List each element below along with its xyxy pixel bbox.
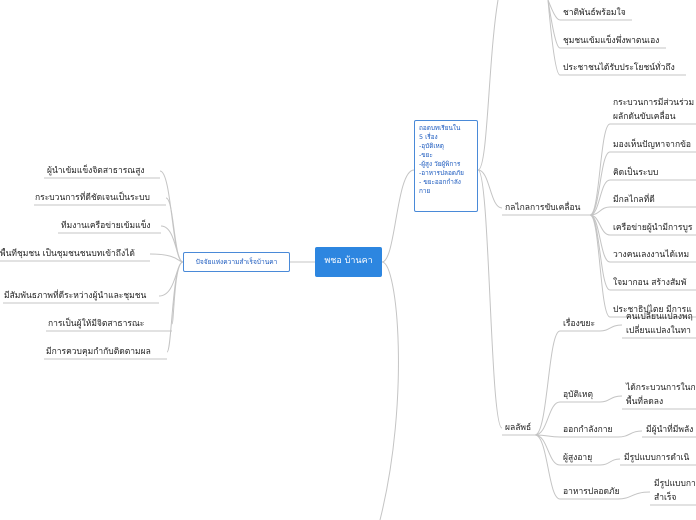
left-item[interactable]: พื้นที่ชุมชน เป็นชุมชนชนบทเข้าถึงได้ (0, 249, 135, 259)
mechanism-item[interactable]: คิดเป็นระบบ (613, 168, 659, 178)
top-item[interactable]: ชาติพันธ์พร้อมใจ (563, 8, 626, 18)
left-item[interactable]: มีสัมพันธภาพที่ดีระหว่างผู้นำและชุมชน (4, 291, 147, 301)
left-item[interactable]: การเป็นผู้ให้มีจิตสาธารณะ (48, 319, 145, 329)
result-detail[interactable]: มีรูปแบบกา (654, 479, 696, 489)
left-item[interactable]: มีการควบคุมกำกับติดตามผล (46, 347, 151, 357)
left-item[interactable]: ทีมงานเครือข่ายเข้มแข็ง (61, 221, 151, 231)
top-item[interactable]: ประชาชนได้รับประโยชน์ทั่วถึง (563, 63, 675, 73)
note-line: -อุบัติเหตุ (419, 142, 444, 150)
result-detail[interactable]: มีผู้นำที่มีพลัง (646, 425, 694, 435)
note-line: -ผู้สูง วัยผู้พิการ (419, 160, 461, 168)
result-detail[interactable]: เปลี่ยนแปลงในทา (626, 326, 691, 336)
mechanism-item[interactable]: ใจมากอน สร้างสัมพั (613, 278, 687, 288)
left-branch-node[interactable]: ปัจจัยแห่งความสำเร็จบ้านคา (183, 252, 290, 272)
result-detail[interactable]: สำเร็จ (654, 493, 677, 503)
result-topic[interactable]: ออกกำลังกาย (563, 425, 613, 435)
note-line: -อาหารปลอดภัย (419, 169, 464, 177)
left-item[interactable]: ผู้นำเข้มแข็งจิตสาธารณสูง (47, 166, 145, 176)
mechanism-node[interactable]: กลไกลการขับเคลื่อน (505, 203, 581, 213)
result-node[interactable]: ผลลัพธ์ (505, 423, 532, 433)
result-detail[interactable]: พื้นที่ลดลง (626, 397, 664, 407)
note-line: กาย (419, 187, 431, 195)
note-line: -ขยะ (419, 151, 433, 159)
result-topic[interactable]: อุบัติเหตุ (563, 390, 594, 400)
mechanism-item[interactable]: เครือข่ายผู้นำมีการบูร (613, 223, 693, 233)
note-line: 5 เรื่อง (419, 133, 438, 141)
lesson-note-node[interactable]: ถอดบทเรียนใน 5 เรื่อง -อุบัติเหตุ -ขยะ -… (414, 120, 478, 212)
result-topic[interactable]: เรื่องขยะ (563, 319, 596, 329)
mechanism-item[interactable]: วางคนเลงงานได้เหม (613, 250, 690, 260)
result-topic[interactable]: ผู้สูงอายุ (563, 453, 593, 463)
mechanism-item[interactable]: ผลักดันขับเคลื่อน (613, 112, 676, 122)
result-detail[interactable]: คนเปลี่ยนแปลงพฤ (626, 312, 693, 322)
result-detail[interactable]: ได้กระบวนการในก (626, 383, 696, 393)
left-item[interactable]: กระบวนการที่ดีชัดเจนเป็นระบบ (35, 193, 150, 203)
top-item[interactable]: ชุมชนเข้มแข็งพึ่งพาตนเอง (563, 36, 660, 46)
note-line: - ขยะออกกำลัง (419, 178, 461, 186)
mechanism-item[interactable]: กระบวนการมีส่วนร่วม (613, 98, 695, 108)
mechanism-item[interactable]: ประชาธิปไตย มีการแ (613, 305, 692, 315)
mechanism-item[interactable]: มองเห็นปัญหาจากข้อ (613, 140, 692, 150)
note-line: ถอดบทเรียนใน (419, 124, 461, 132)
result-detail[interactable]: มีรูปแบบการดำเนิ (624, 453, 690, 463)
root-node[interactable]: พชอ บ้านคา (315, 247, 382, 277)
mechanism-item[interactable]: มีกลไกลที่ดี (613, 195, 655, 205)
result-topic[interactable]: อาหารปลอดภัย (563, 487, 620, 497)
